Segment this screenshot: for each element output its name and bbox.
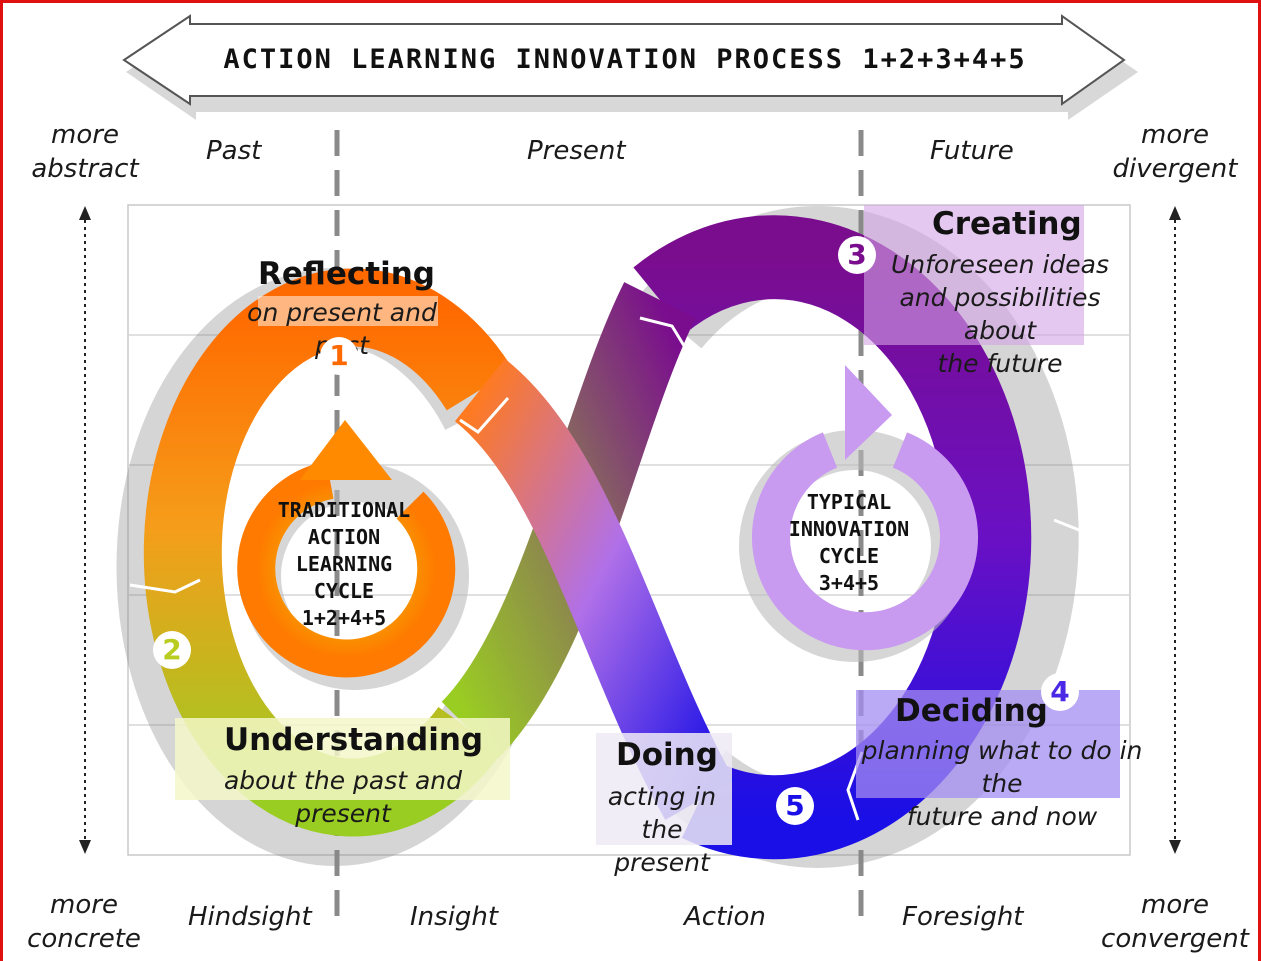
deciding-panel [856, 690, 1120, 798]
deciding-subtitle: planning what to do in the future and no… [861, 736, 1143, 831]
reflecting-panel [258, 296, 438, 326]
reflecting-heading: Reflecting [258, 256, 435, 292]
doing-subtitle: acting in the present [607, 782, 717, 877]
doing-heading: Doing [616, 737, 718, 773]
foresight-label: Foresight [902, 902, 1024, 932]
stage-number-1: 1 [320, 337, 358, 375]
more-concrete-label: more concrete [27, 890, 141, 954]
hindsight-label: Hindsight [188, 902, 312, 932]
doing-panel [596, 733, 732, 845]
understanding-heading: Understanding [224, 722, 484, 758]
future-label: Future [930, 136, 1014, 166]
stage-number-5: 5 [776, 787, 814, 825]
more-abstract-label: more abstract [31, 120, 139, 184]
insight-label: Insight [410, 902, 499, 932]
present-label: Present [527, 136, 626, 166]
innovation-cycle-arrow [739, 365, 978, 662]
diagram-title: ACTION LEARNING INNOVATION PROCESS 1+2+3… [223, 44, 1027, 75]
traditional-cycle-arrow [237, 420, 469, 690]
right-loop-band [633, 215, 1032, 860]
creating-panel [864, 205, 1084, 345]
past-label: Past [206, 136, 262, 166]
more-divergent-label: more divergent [1112, 120, 1238, 184]
title-arrow [122, 14, 1138, 120]
understanding-subtitle: about the past and present [223, 766, 463, 828]
left-axis-arrow [79, 206, 91, 854]
stage-number-3: 3 [838, 236, 876, 274]
traditional-cycle-label: TRADITIONAL ACTION LEARNING CYCLE 1+2+4+… [277, 498, 411, 630]
action-label: Action [684, 902, 766, 932]
innovation-cycle-label: TYPICAL INNOVATION CYCLE 3+4+5 [788, 490, 910, 595]
stage-number-2: 2 [153, 631, 191, 669]
right-axis-arrow [1169, 206, 1181, 854]
creating-heading: Creating [932, 206, 1082, 242]
understanding-panel [175, 718, 510, 800]
deciding-heading: Deciding [895, 693, 1048, 729]
creating-subtitle: Unforeseen ideas and possibilities about… [890, 250, 1110, 378]
stage-number-4: 4 [1041, 673, 1079, 711]
more-convergent-label: more convergent [1101, 890, 1249, 954]
